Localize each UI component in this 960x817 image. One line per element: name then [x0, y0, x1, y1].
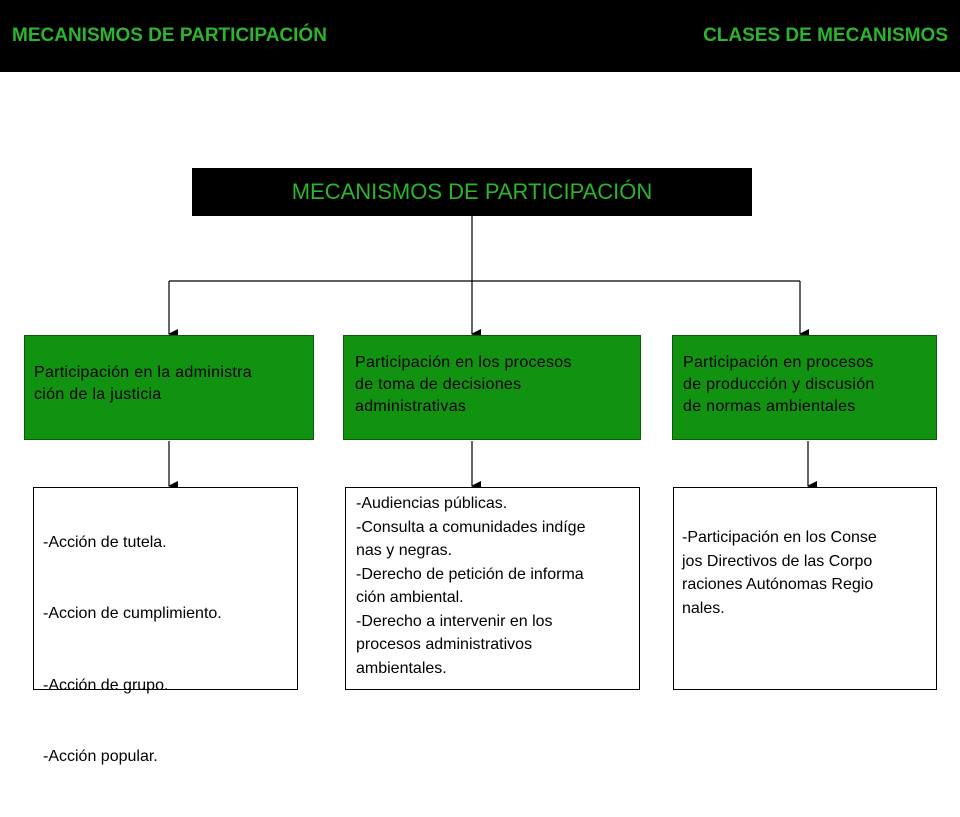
- details-box-environmental-norms: -Participación en los Conse jos Directiv…: [673, 487, 937, 690]
- root-node: MECANISMOS DE PARTICIPACIÓN: [192, 168, 752, 216]
- branch-node-justice: Participación en la administra ción de l…: [24, 335, 314, 440]
- mechanism-item: -Acción popular.: [43, 748, 158, 765]
- header-right-title: CLASES DE MECANISMOS: [703, 25, 948, 46]
- mechanism-item: -Acción de grupo.: [43, 676, 169, 694]
- details-box-justice: -Acción de tutela. -Accion de cumplimien…: [33, 487, 298, 765]
- branch-node-environmental-norms: Participación en procesos de producción …: [672, 335, 937, 440]
- details-box-administrative-decisions: -Audiencias públicas. -Consulta a comuni…: [345, 487, 640, 690]
- mechanism-item: -Acción de tutela.: [43, 533, 167, 551]
- header-left-title: MECANISMOS DE PARTICIPACIÓN: [12, 25, 327, 46]
- mechanism-item: -Accion de cumplimiento.: [43, 605, 222, 622]
- branch-node-administrative-decisions: Participación en los procesos de toma de…: [343, 335, 641, 440]
- root-node-label: MECANISMOS DE PARTICIPACIÓN: [291, 179, 653, 204]
- connector-lines: [168, 216, 817, 491]
- header-bar: MECANISMOS DE PARTICIPACIÓN CLASES DE ME…: [0, 0, 960, 72]
